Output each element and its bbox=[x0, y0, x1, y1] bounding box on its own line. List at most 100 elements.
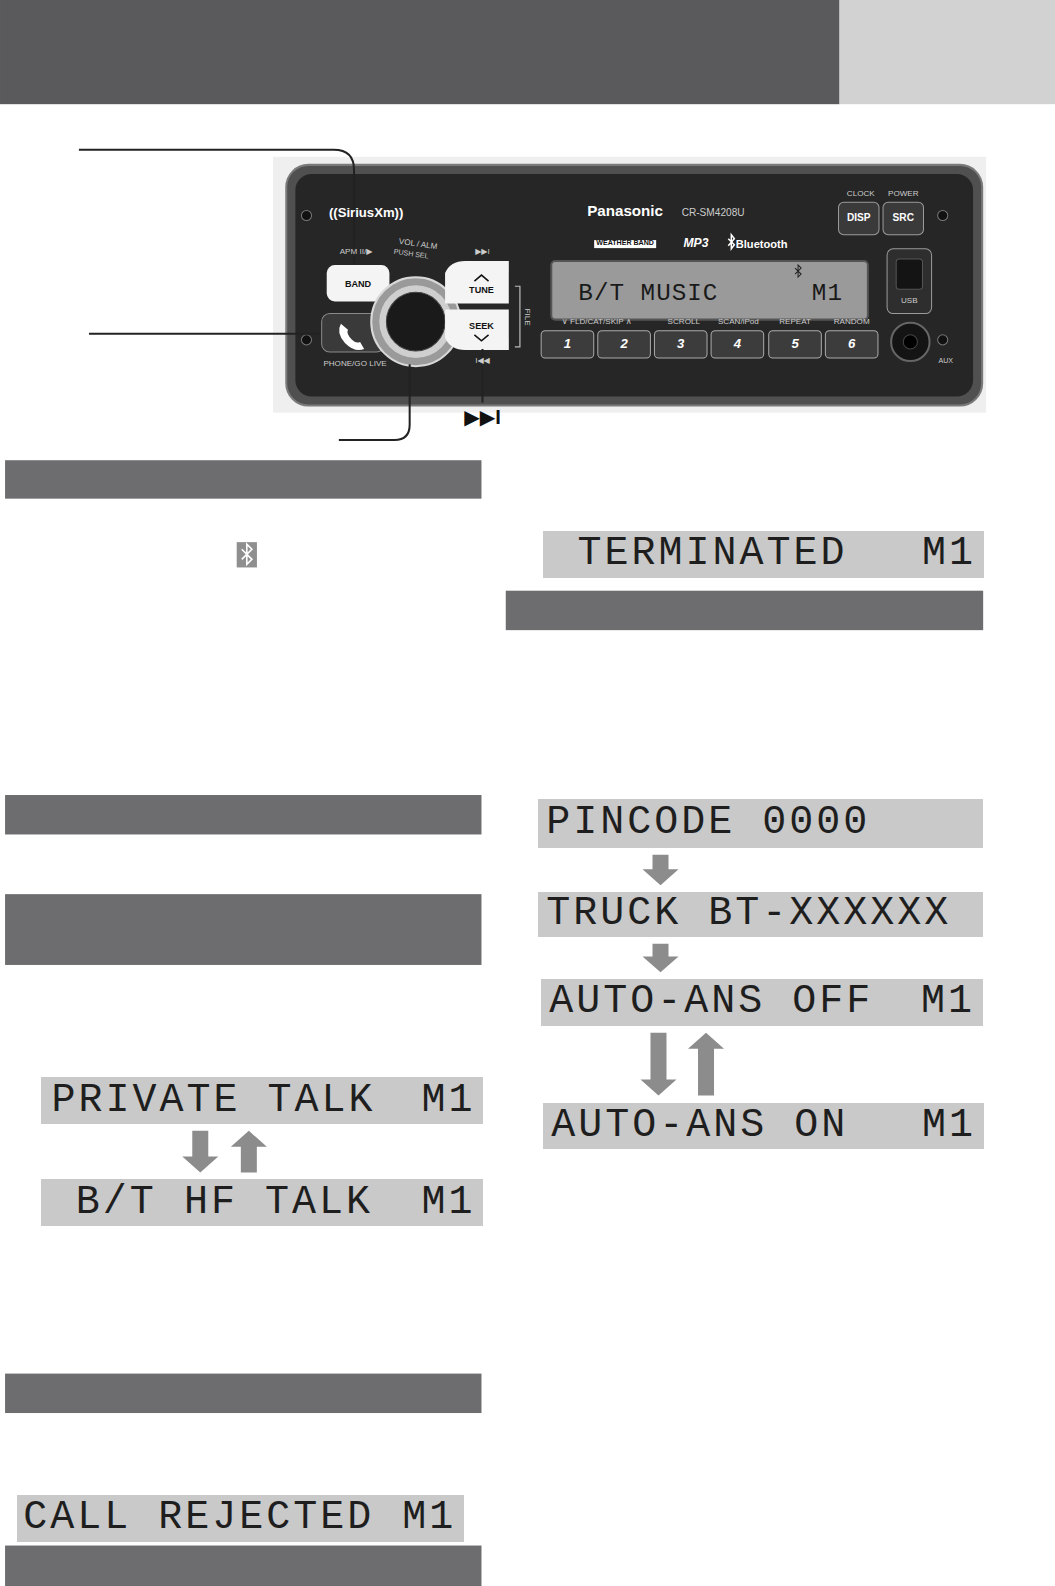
phone-icon bbox=[339, 324, 364, 350]
disp-button bbox=[839, 202, 879, 234]
screw bbox=[301, 335, 311, 345]
section-bar bbox=[5, 795, 481, 834]
bluetooth-icon bbox=[242, 544, 252, 564]
part-label: 6 bbox=[848, 337, 855, 351]
part-label: WEATHER BAND bbox=[594, 240, 656, 248]
lcd-screen bbox=[551, 261, 868, 320]
preset-button bbox=[769, 331, 822, 358]
part-label: SEEK bbox=[469, 321, 494, 331]
screw bbox=[938, 210, 948, 220]
part-label: RANDOM bbox=[834, 317, 870, 326]
part-label: ▶▶I bbox=[475, 247, 490, 256]
display-text: AUTO-ANS OFF bbox=[549, 982, 873, 1022]
part-label: 3 bbox=[677, 337, 684, 351]
part-label: BAND bbox=[345, 279, 371, 289]
lcd-display: AUTO-ANS ONM1 bbox=[543, 1103, 984, 1150]
volume-knob bbox=[386, 292, 445, 351]
block-arrow bbox=[688, 1033, 724, 1096]
lcd-display: CALL REJECTEDM1 bbox=[17, 1495, 464, 1542]
display-text: TERMINATED bbox=[578, 534, 848, 574]
file-bracket bbox=[515, 286, 520, 347]
part-label: SRC bbox=[893, 213, 914, 224]
preset-button bbox=[654, 331, 707, 358]
aux-hole bbox=[903, 335, 917, 349]
screw bbox=[938, 335, 948, 345]
part-label: USB bbox=[901, 297, 918, 306]
part-label: 5 bbox=[791, 337, 798, 351]
knob-rim bbox=[379, 285, 452, 358]
display-text: M1 bbox=[402, 1498, 456, 1538]
part-label: TUNE bbox=[469, 285, 494, 295]
src-button bbox=[883, 202, 923, 234]
leader-line bbox=[79, 150, 354, 264]
section-bar bbox=[5, 1546, 481, 1586]
display-text: TRUCK BT-XXXXXX bbox=[546, 894, 951, 934]
section-bar bbox=[5, 894, 481, 965]
part-label: CR-SM4208U bbox=[682, 208, 745, 219]
part-label: ∨ FLD/CAT/SKIP ∧ bbox=[562, 317, 632, 326]
lcd-display: PRIVATE TALK M1 bbox=[41, 1077, 483, 1124]
part-label: ((SiriusXm)) bbox=[329, 206, 403, 220]
lcd-display: B/T HF TALK M1 bbox=[41, 1179, 483, 1226]
section-bar bbox=[5, 460, 481, 498]
preset-button bbox=[541, 331, 594, 358]
part-label: I◀◀ bbox=[473, 357, 492, 366]
flow-arrow bbox=[640, 1033, 724, 1096]
part-label: SCROLL bbox=[668, 317, 700, 326]
display-text: M1 bbox=[922, 1106, 976, 1146]
part-label: SCAN/iPod bbox=[718, 317, 759, 326]
block-arrow bbox=[643, 855, 679, 886]
radio-body bbox=[286, 165, 982, 406]
part-label: REPEAT bbox=[779, 317, 811, 326]
lcd-display: TRUCK BT-XXXXXX bbox=[538, 892, 983, 937]
block-arrow bbox=[640, 1033, 676, 1096]
block-arrow bbox=[231, 1131, 267, 1173]
block-arrow bbox=[182, 1131, 218, 1173]
preset-button bbox=[825, 331, 878, 358]
part-label: 1 bbox=[564, 337, 571, 351]
preset-button bbox=[598, 331, 651, 358]
radio-face bbox=[295, 174, 973, 397]
preset-button bbox=[711, 331, 764, 358]
display-text: M1 bbox=[421, 1081, 475, 1121]
block-arrow bbox=[643, 944, 679, 972]
down-caret bbox=[474, 335, 488, 341]
part-label: Panasonic bbox=[587, 203, 663, 220]
usb-slot bbox=[896, 259, 922, 289]
part-label: M1 bbox=[812, 281, 843, 308]
flow-arrow bbox=[643, 944, 679, 972]
part-label: 4 bbox=[734, 337, 741, 351]
part-label: AUX bbox=[938, 358, 953, 366]
display-text: M1 bbox=[421, 1183, 475, 1223]
header-tab bbox=[840, 0, 1055, 104]
part-label: MP3 bbox=[683, 237, 708, 250]
lcd-display: PINCODE 0000 bbox=[538, 799, 983, 848]
bluetooth-icon-box bbox=[237, 542, 257, 567]
display-text: PRIVATE TALK bbox=[52, 1081, 376, 1121]
aux-jack bbox=[891, 323, 929, 361]
part-label: PHONE/GO LIVE bbox=[323, 360, 386, 369]
screw bbox=[301, 210, 311, 220]
part-label: CLOCK bbox=[847, 190, 875, 199]
usb-port bbox=[887, 249, 932, 314]
section-bar bbox=[506, 591, 983, 630]
leader-line bbox=[339, 364, 410, 440]
part-label: DISP bbox=[847, 213, 871, 224]
part-label: Bluetooth bbox=[736, 238, 788, 250]
photo-ground bbox=[273, 157, 986, 413]
flow-arrow bbox=[182, 1131, 267, 1173]
part-label: 2 bbox=[620, 337, 627, 351]
part-label: ▶▶I bbox=[464, 406, 501, 428]
display-text: PINCODE 0000 bbox=[546, 803, 870, 843]
display-text: M1 bbox=[922, 534, 976, 574]
display-text: B/T HF TALK bbox=[76, 1183, 373, 1223]
lcd-display: TERMINATED M1 bbox=[543, 531, 984, 578]
leader-line bbox=[89, 333, 320, 335]
seek-button bbox=[445, 310, 509, 350]
part-label: FILE bbox=[523, 308, 532, 325]
